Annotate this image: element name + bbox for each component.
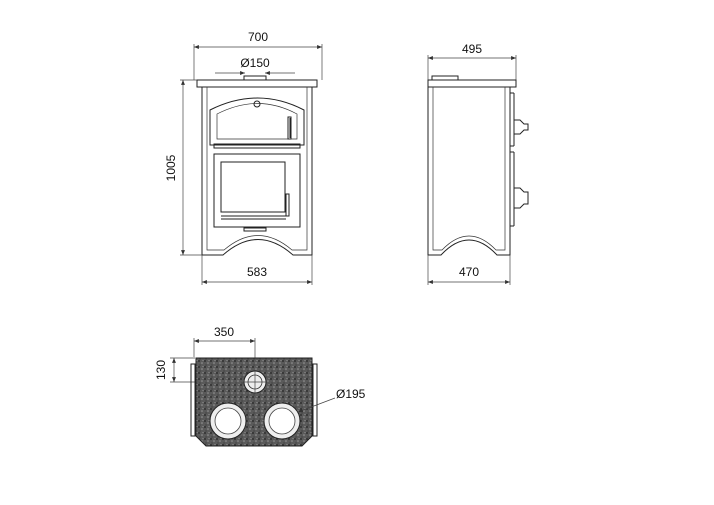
height-label: 1005 [164, 154, 178, 181]
top-view: 350 130 Ø195 [154, 325, 366, 447]
front-top-plate [196, 79, 318, 88]
hotplate-leader-line [297, 397, 336, 413]
side-body-outline [427, 87, 511, 256]
width-base-label: 583 [247, 265, 267, 279]
top-view-left-rail [190, 363, 196, 437]
oven-door [209, 97, 305, 146]
front-body-outline [201, 87, 313, 256]
side-flue-collar [431, 75, 459, 81]
oven-thermometer-icon [253, 100, 261, 108]
fire-door-handle [285, 193, 290, 217]
hotplate-diameter-label: Ø195 [336, 387, 366, 401]
flue-diameter-label: Ø150 [240, 56, 270, 70]
fire-door-glass [220, 161, 286, 213]
fire-handle-side [514, 187, 529, 209]
width-top-label: 700 [248, 30, 268, 44]
depth-base-label: 470 [459, 265, 479, 279]
depth-top-label: 495 [462, 42, 482, 56]
top-view-right-rail [312, 363, 318, 437]
flue-offset-y-label: 130 [154, 360, 168, 380]
oven-handle-side [514, 119, 529, 135]
front-view: 700 Ø150 1005 583 [164, 30, 323, 285]
flue-offset-x-label: 350 [214, 325, 234, 339]
side-view: 495 470 [427, 42, 529, 285]
front-flue-collar [243, 75, 267, 81]
air-regulator [243, 227, 267, 232]
side-top-plate [427, 79, 517, 88]
oven-door-handle [213, 143, 301, 149]
